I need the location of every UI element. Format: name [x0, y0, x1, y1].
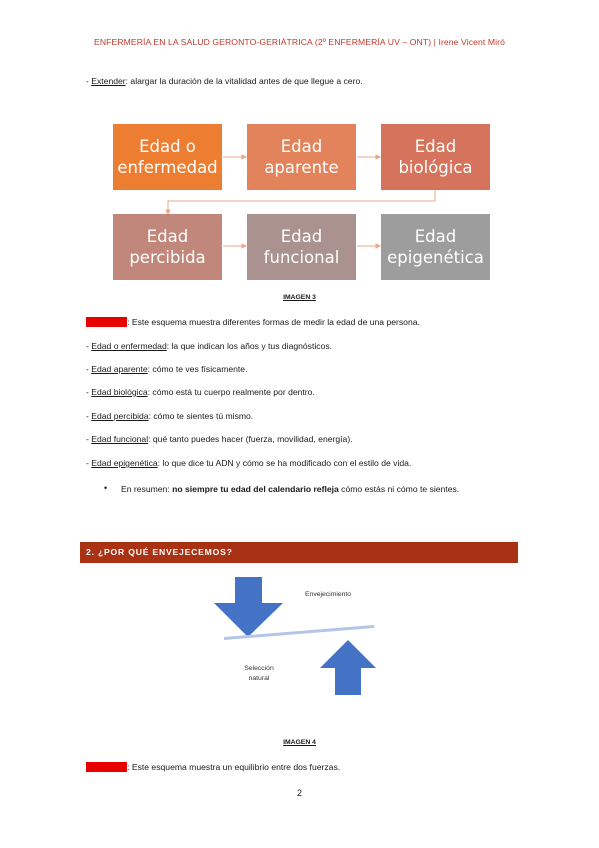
connector-3-4 — [167, 190, 436, 212]
running-header: ENFERMERÍA EN LA SALUD GERONTO-GERIÁTRIC… — [94, 37, 505, 47]
figure-3-tag: IMAGEN 3 — [86, 317, 128, 327]
section-heading: 2. ¿POR QUÉ ENVEJECEMOS? — [80, 542, 518, 563]
connector-4-5-head — [241, 243, 248, 249]
flow-box-edad-biologica: Edad biológica — [381, 124, 490, 190]
bridge-bar — [224, 625, 374, 640]
figure-3-description: IMAGEN 3: Este esquema muestra diferente… — [86, 317, 420, 327]
intro-term: Extender — [91, 76, 126, 86]
connector-1-2-head — [241, 154, 248, 160]
definition-edad-funcional: - Edad funcional: qué tanto puedes hacer… — [86, 434, 353, 444]
connector-5-6-head — [375, 243, 382, 249]
figure-3-caption: IMAGEN 3 — [283, 294, 316, 301]
summary-text: En resumen: no siempre tu edad del calen… — [121, 484, 460, 494]
definition-edad-biologica: - Edad biológica: cómo está tu cuerpo re… — [86, 387, 315, 397]
figure-4-description: IMAGEN 4: Este esquema muestra un equili… — [86, 762, 341, 772]
label-envejecimiento: Envejecimiento — [305, 591, 352, 598]
definition-edad-epigenetica: - Edad epigenética: lo que dice tu ADN y… — [86, 458, 412, 468]
bullet-dot-icon: • — [104, 483, 108, 493]
definition-edad-percibida: - Edad percibida: cómo te sientes tú mis… — [86, 411, 254, 421]
figure-4-caption: IMAGEN 4 — [283, 739, 316, 746]
definition-edad-aparente: - Edad aparente: cómo te ves físicamente… — [86, 364, 248, 374]
flow-box-edad-aparente: Edad aparente — [247, 124, 356, 190]
figure-4-tag: IMAGEN 4 — [86, 762, 128, 772]
intro-definition: - Extender: alargar la duración de la vi… — [86, 76, 363, 86]
intro-text: : alargar la duración de la vitalidad an… — [125, 76, 363, 86]
flow-box-edad-percibida: Edad percibida — [113, 214, 222, 280]
selection-up-arrow-icon — [320, 640, 376, 695]
flow-box-edad-epigenetica: Edad epigenética — [381, 214, 490, 280]
definition-edad-enfermedad: - Edad o enfermedad: la que indican los … — [86, 341, 333, 351]
page-number: 2 — [296, 788, 302, 798]
label-seleccion-natural: Selección natural — [244, 665, 274, 682]
aging-down-arrow-icon — [214, 577, 283, 637]
flow-box-edad-enfermedad: Edad o enfermedad — [113, 124, 222, 190]
connector-2-3-head — [375, 154, 382, 160]
flow-box-edad-funcional: Edad funcional — [247, 214, 356, 280]
connector-3-4-head — [165, 209, 171, 216]
